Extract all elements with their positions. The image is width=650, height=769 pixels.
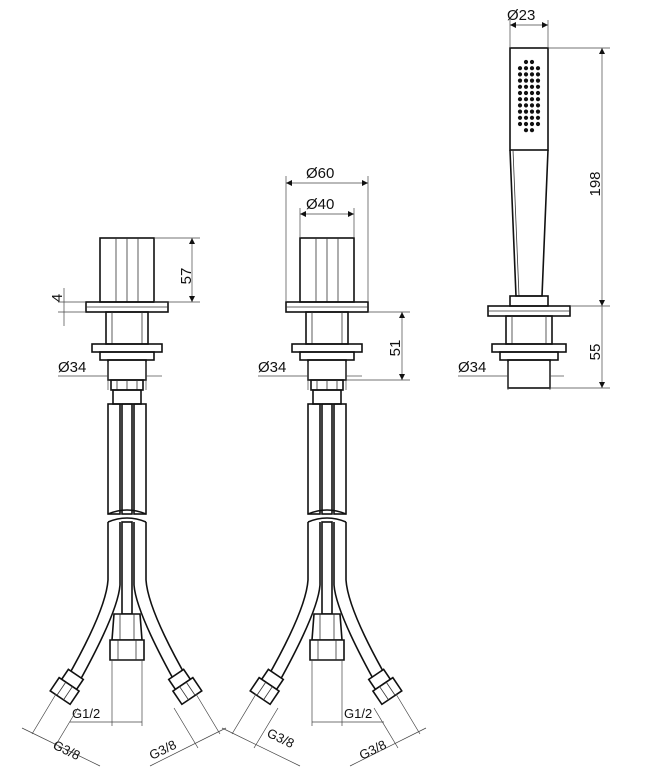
shower-nozzle-dot <box>535 103 541 108</box>
spout-body-height-label: 51 <box>387 340 404 357</box>
shower-nozzle-dot <box>517 66 523 71</box>
shower-nozzle-dot <box>523 109 529 114</box>
spout-hose-left-label: G3/8 <box>265 725 297 751</box>
shower-nozzle-dot <box>523 103 529 108</box>
shower-dia-label: Ø34 <box>458 359 486 376</box>
spout-inlet-label: G1/2 <box>344 706 372 721</box>
shower-nozzle-dot <box>529 78 535 83</box>
spout-hose-right-label: G3/8 <box>357 737 389 763</box>
left-valve-dia-label: Ø34 <box>58 359 86 376</box>
shower-nozzle-dot <box>523 97 529 102</box>
left-valve-assembly: 57 4 Ø34 G1/2 G3/8 G3/8 <box>21 237 227 767</box>
shower-nozzle-dot <box>517 97 523 102</box>
shower-nozzle-dot <box>529 109 535 114</box>
shower-nozzle-dot <box>529 90 535 96</box>
shower-head-dia-label: Ø23 <box>507 7 535 24</box>
shower-nozzle-dot <box>535 115 541 120</box>
shower-nozzle-dot <box>529 128 535 133</box>
shower-nozzle-dot <box>517 90 523 96</box>
left-valve-flange-label: 4 <box>49 294 66 302</box>
shower-nozzle-dot <box>529 97 535 102</box>
left-valve-hose-right-label: G3/8 <box>147 737 179 763</box>
shower-nozzle-dot <box>517 109 523 114</box>
shower-nozzle-dot <box>523 72 529 77</box>
shower-nozzle-dot <box>535 109 541 114</box>
hand-shower-head <box>509 47 549 151</box>
shower-nozzle-dot <box>517 115 523 120</box>
shower-nozzle-dot <box>529 72 535 77</box>
shower-nozzle-dot <box>529 115 535 120</box>
shower-nozzle-dot <box>517 72 523 77</box>
shower-nozzle-dot <box>517 78 523 83</box>
hand-shower-assembly: Ø23 198 55 Ø34 <box>458 7 610 390</box>
shower-nozzle-dot <box>529 84 535 89</box>
shower-nozzle-dot <box>535 84 541 89</box>
left-valve-inlet-label: G1/2 <box>72 706 100 721</box>
shower-nozzle-dot <box>517 103 523 108</box>
shower-nozzle-dot <box>529 103 535 108</box>
spout-dia-label: Ø34 <box>258 359 286 376</box>
shower-length-label: 198 <box>587 171 604 196</box>
spout-outer-dia-label: Ø60 <box>306 165 334 182</box>
shower-nozzle-dot <box>517 121 523 127</box>
center-valve-assembly: Ø60 Ø40 51 Ø34 G1/2 G3/8 G3/8 <box>221 165 427 767</box>
shower-nozzle-dot <box>523 90 529 96</box>
shower-nozzle-dot <box>535 121 541 127</box>
shower-nozzle-dot <box>523 66 529 71</box>
shower-base-height-label: 55 <box>587 344 604 361</box>
shower-nozzle-dot <box>535 72 541 77</box>
shower-nozzle-dot <box>517 84 523 89</box>
shower-nozzle-dot <box>529 66 535 71</box>
left-valve-hose-left-label: G3/8 <box>51 737 83 763</box>
shower-nozzle-dot <box>523 78 529 83</box>
shower-nozzle-dot <box>523 115 529 120</box>
shower-nozzle-grid <box>517 59 541 133</box>
shower-nozzle-dot <box>535 78 541 83</box>
shower-nozzle-dot <box>529 121 535 127</box>
left-valve-height-label: 57 <box>178 268 195 285</box>
shower-nozzle-dot <box>523 84 529 89</box>
shower-nozzle-dot <box>535 97 541 102</box>
spout-inner-dia-label: Ø40 <box>306 196 334 213</box>
shower-nozzle-dot <box>529 59 535 65</box>
shower-nozzle-dot <box>523 121 529 127</box>
shower-nozzle-dot <box>535 66 541 71</box>
shower-nozzle-dot <box>523 59 529 65</box>
shower-nozzle-dot <box>523 128 529 133</box>
shower-nozzle-dot <box>535 90 541 96</box>
